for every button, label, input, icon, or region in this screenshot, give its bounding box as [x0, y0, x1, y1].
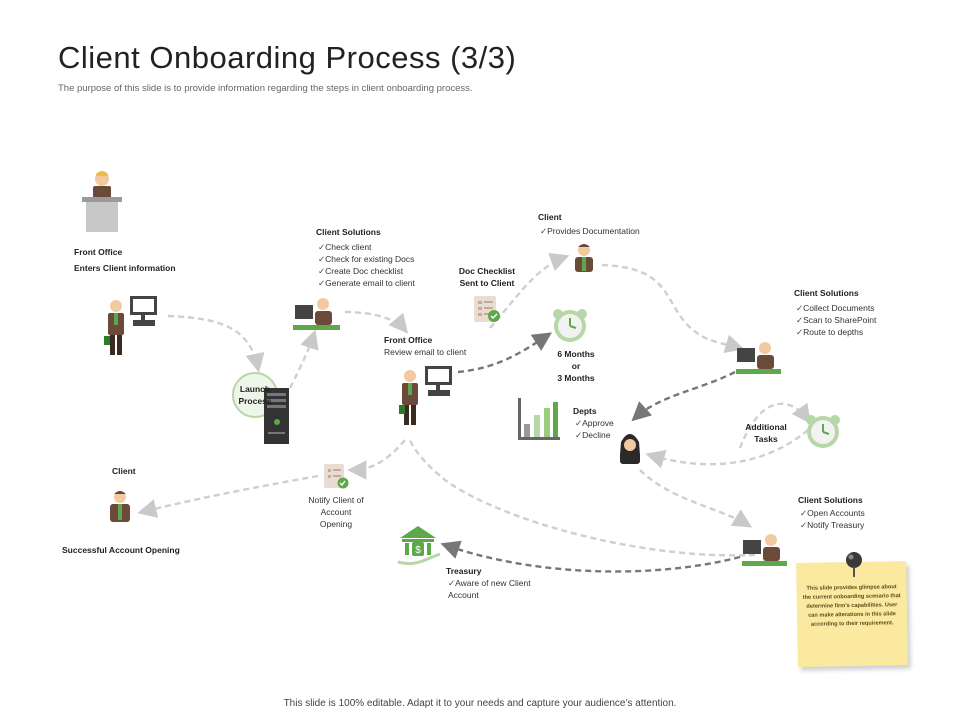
client-solutions-3-label: Client Solutions Open Accounts Notify Tr… [798, 494, 865, 531]
server-icon [264, 388, 289, 444]
depts-title: Depts [573, 406, 597, 416]
bar-chart-icon [518, 398, 560, 440]
client-solutions-3-title: Client Solutions [798, 495, 863, 505]
list-item: Create Doc checklist [316, 265, 415, 277]
front-office-person-icon [104, 296, 157, 355]
list-item: Generate email to client [316, 277, 415, 289]
client-left-text: Successful Account Opening [62, 545, 180, 555]
list-item: Approve [573, 417, 614, 429]
client-solutions-2-label: Client Solutions Collect Documents Scan … [794, 287, 876, 338]
front-office-1-text: Enters Client information [74, 263, 176, 273]
arrow-review-to-clock [457, 332, 553, 374]
list-item: Collect Documents [794, 302, 876, 314]
front-office-2-person-icon [399, 366, 452, 425]
desk-worker-3-icon [742, 534, 787, 566]
notify-doc-icon [324, 464, 349, 489]
client-solutions-1-label: Client Solutions Check client Check for … [316, 226, 415, 289]
client-left-person-icon [110, 491, 130, 522]
client-left-title: Client [112, 466, 136, 476]
desk-worker-2-icon [736, 342, 781, 374]
arrow-solutions2-to-depts [631, 370, 736, 422]
client-solutions-2-title: Client Solutions [794, 288, 859, 298]
doc-checklist-label: Doc Checklist Sent to Client [458, 266, 516, 288]
client-solutions-1-title: Client Solutions [316, 227, 381, 237]
treasury-title: Treasury [446, 566, 482, 576]
alarm-clock-2-icon [806, 415, 840, 448]
front-office-2-title: Front Office [384, 335, 433, 345]
arrow-depts-to-solutions3 [639, 469, 753, 528]
depts-woman-icon [620, 434, 640, 464]
list-item: Aware of new Client Account [446, 577, 548, 601]
podium-person-icon [82, 171, 122, 232]
arrow-notify-to-client [137, 474, 319, 518]
list-item: Route to depths [794, 326, 876, 338]
page-title: Client Onboarding Process (3/3) [58, 40, 517, 75]
list-item: Decline [573, 429, 614, 441]
page-subtitle: The purpose of this slide is to provide … [58, 83, 473, 94]
list-item: Scan to SharePoint [794, 314, 876, 326]
svg-text:$: $ [415, 545, 421, 556]
doc-checklist-icon [474, 296, 500, 322]
arrow-solutions3-to-treasury [440, 540, 741, 573]
arrow-tasks-to-depts [645, 429, 809, 469]
footer-text: This slide is 100% editable. Adapt it to… [283, 698, 677, 709]
arrow-frontoffice-to-launch [167, 314, 265, 373]
arrow-launch-to-solutions [288, 329, 319, 389]
notify-label: Notify Client of Account Opening [308, 495, 364, 529]
list-item: Notify Treasury [798, 519, 865, 531]
additional-tasks-label: Additional Tasks [745, 422, 787, 444]
treasury-label: Treasury Aware of new Client Account [446, 565, 548, 601]
front-office-1-label: Front Office Enters Client information [74, 246, 176, 274]
front-office-1-title: Front Office [74, 247, 123, 257]
list-item: Check client [316, 241, 415, 253]
pushpin-icon [846, 552, 862, 577]
arrow-client-to-solutions2 [601, 263, 745, 354]
depts-label: Depts Approve Decline [573, 405, 614, 441]
bank-icon: $ [397, 526, 441, 566]
months-label: 6 Months or 3 Months [557, 349, 595, 383]
list-item: Open Accounts [798, 507, 865, 519]
list-item: Provides Documentation [538, 225, 640, 237]
arrow-frontoffice-to-notify [347, 439, 406, 480]
arrow-solutions-to-frontoffice [344, 310, 409, 334]
arrow-frontoffice-to-treasury-ref [408, 439, 756, 557]
launch-label: Launch Process [238, 384, 272, 406]
desk-worker-icon [293, 298, 340, 330]
front-office-2-text: Review email to client [384, 347, 467, 357]
list-item: Check for existing Docs [316, 253, 415, 265]
sticky-note-text: This slide provides glimpse about the cu… [802, 584, 901, 628]
alarm-clock-icon [553, 309, 587, 342]
client-top-label: Client Provides Documentation [538, 211, 640, 237]
client-top-title: Client [538, 212, 562, 222]
client-top-person-icon [575, 244, 593, 272]
front-office-2-label: Front Office Review email to client [384, 334, 466, 358]
